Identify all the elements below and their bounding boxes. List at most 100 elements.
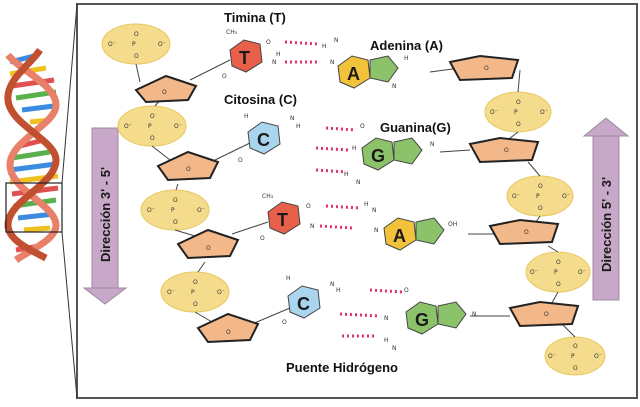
adenina-label: Adenina (A): [370, 38, 443, 53]
svg-text:O: O: [186, 166, 191, 173]
deoxyribose-sugar: [468, 136, 540, 164]
svg-text:O: O: [150, 135, 155, 142]
puente-hidrogeno-label: Puente Hidrógeno: [286, 360, 398, 375]
svg-text:N: N: [384, 315, 389, 322]
svg-text:O: O: [173, 197, 178, 204]
zoom-line-top: [61, 3, 78, 184]
direction-arrow-left: Dirección 3' - 5': [82, 127, 128, 305]
svg-text:O: O: [556, 281, 561, 288]
svg-text:O: O: [173, 219, 178, 226]
guanina-label: Guanina(G): [380, 120, 451, 135]
svg-text:O: O: [360, 123, 365, 130]
svg-text:CH₃: CH₃: [226, 29, 238, 36]
svg-text:O⁻: O⁻: [578, 269, 586, 276]
svg-text:O⁻: O⁻: [490, 109, 498, 116]
svg-text:O⁻: O⁻: [512, 193, 520, 200]
svg-text:N: N: [290, 115, 295, 122]
svg-text:H: H: [336, 287, 341, 294]
svg-text:O: O: [134, 31, 139, 38]
svg-text:H: H: [364, 201, 369, 208]
svg-text:O⁻: O⁻: [562, 193, 570, 200]
svg-text:O⁻: O⁻: [217, 289, 225, 296]
right-bases: [337, 55, 467, 335]
svg-text:P: P: [514, 109, 518, 116]
svg-text:O: O: [238, 157, 243, 164]
svg-text:O: O: [306, 203, 311, 210]
svg-text:P: P: [191, 289, 195, 296]
deoxyribose-sugar: [488, 218, 560, 246]
svg-text:P: P: [171, 207, 175, 214]
svg-text:O: O: [524, 229, 529, 236]
svg-text:P: P: [148, 123, 152, 130]
svg-text:N: N: [356, 179, 361, 186]
svg-text:O: O: [150, 113, 155, 120]
deoxyribose-sugar: [508, 300, 580, 328]
svg-text:N: N: [374, 227, 379, 234]
svg-text:H: H: [276, 51, 281, 58]
zoom-line-bottom: [61, 231, 78, 399]
svg-text:O: O: [222, 73, 227, 80]
svg-text:O⁻: O⁻: [124, 123, 132, 130]
citosina-ring: [287, 285, 321, 319]
svg-text:O: O: [193, 301, 198, 308]
svg-text:O⁻: O⁻: [197, 207, 205, 214]
direction-left-text: Dirección 3' - 5': [98, 167, 113, 262]
guanina-ring-small: [437, 301, 467, 329]
sugar-groups: [134, 54, 580, 344]
svg-text:H: H: [322, 43, 327, 50]
svg-text:O: O: [516, 121, 521, 128]
base-letter: G: [371, 146, 385, 166]
svg-text:N: N: [330, 59, 335, 66]
svg-text:N: N: [372, 207, 377, 214]
svg-text:H: H: [344, 171, 349, 178]
svg-text:H: H: [286, 275, 291, 282]
svg-text:O: O: [226, 329, 231, 336]
deoxyribose-sugar: [156, 150, 220, 182]
svg-text:N: N: [334, 37, 339, 44]
svg-text:P: P: [132, 41, 136, 48]
base-letter: T: [277, 210, 288, 230]
phosphate-groups: [101, 23, 606, 376]
svg-text:O: O: [544, 311, 549, 318]
svg-text:O: O: [573, 365, 578, 372]
citosina-label: Citosina (C): [224, 92, 297, 107]
svg-text:O⁻: O⁻: [167, 289, 175, 296]
timina-ring: [267, 201, 301, 235]
svg-text:O: O: [504, 147, 509, 154]
svg-text:O⁻: O⁻: [158, 41, 166, 48]
svg-text:N: N: [330, 281, 335, 288]
svg-text:N: N: [310, 223, 315, 230]
base-letter: C: [257, 130, 270, 150]
helix-zoom-box: [5, 182, 63, 233]
base-letter: A: [347, 64, 360, 84]
svg-text:H: H: [384, 337, 389, 344]
svg-text:O: O: [193, 279, 198, 286]
svg-text:N: N: [392, 83, 397, 90]
svg-text:O⁻: O⁻: [174, 123, 182, 130]
svg-text:O: O: [538, 183, 543, 190]
guanina-ring-small: [393, 137, 423, 165]
svg-text:P: P: [554, 269, 558, 276]
svg-text:N: N: [472, 311, 477, 318]
svg-text:H: H: [296, 123, 301, 130]
svg-text:H: H: [352, 145, 357, 152]
direction-right-text: Dirección 5' - 3': [599, 177, 614, 272]
deoxyribose-sugar: [134, 74, 198, 104]
timina-label: Timina (T): [224, 10, 286, 25]
svg-text:O: O: [162, 89, 167, 96]
svg-text:H: H: [404, 55, 409, 62]
svg-text:O⁻: O⁻: [530, 269, 538, 276]
svg-text:CH₃: CH₃: [262, 193, 274, 200]
svg-text:N: N: [430, 141, 435, 148]
deoxyribose-sugar: [448, 54, 520, 82]
svg-text:P: P: [571, 353, 575, 360]
deoxyribose-sugar: [176, 228, 240, 260]
svg-text:OH: OH: [448, 221, 457, 228]
left-bases: [229, 39, 321, 319]
citosina-ring: [247, 121, 281, 155]
base-letter: C: [297, 294, 310, 314]
svg-text:O: O: [266, 39, 271, 46]
base-letter: A: [393, 226, 406, 246]
